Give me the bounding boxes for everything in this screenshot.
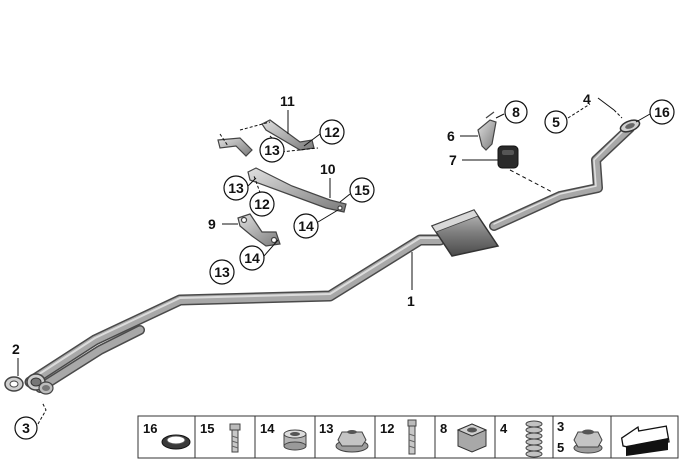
callout-12-top: 12 — [319, 119, 345, 145]
callout-14-bottom: 14 — [239, 245, 265, 271]
bracket-hook — [217, 137, 253, 157]
main-pipe — [26, 236, 444, 386]
rear-flange — [619, 119, 641, 133]
legend-cell-3-5: 3 5 — [557, 419, 603, 455]
callout-11: 11 — [280, 93, 295, 109]
svg-text:12: 12 — [380, 421, 394, 436]
svg-text:14: 14 — [244, 250, 260, 266]
callout-3: 3 — [14, 416, 38, 440]
svg-text:13: 13 — [264, 142, 280, 158]
callout-6: 6 — [447, 128, 455, 144]
legend-cell-8: 8 — [440, 421, 488, 453]
svg-text:13: 13 — [228, 180, 244, 196]
legend-cell-14: 14 — [260, 421, 307, 451]
svg-text:16: 16 — [654, 104, 670, 120]
callout-15: 15 — [349, 177, 375, 203]
legend-arrow-cell — [620, 425, 670, 456]
bolt-icon — [229, 423, 241, 453]
callout-4: 4 — [583, 91, 591, 107]
legend-cell-16: 16 — [143, 421, 191, 450]
callout-7: 7 — [449, 152, 457, 168]
svg-text:13: 13 — [214, 264, 230, 280]
rear-pipe — [490, 124, 634, 230]
svg-text:4: 4 — [500, 421, 508, 436]
callout-13-top: 13 — [259, 137, 285, 163]
svg-text:14: 14 — [260, 421, 275, 436]
bracket-11 — [261, 119, 315, 151]
parts-legend: 16 15 14 13 — [137, 415, 679, 459]
catalytic-converter — [430, 209, 500, 257]
svg-text:3: 3 — [22, 420, 30, 436]
callout-14-mid: 14 — [293, 213, 319, 239]
legend-cell-4: 4 — [500, 420, 543, 458]
callout-1: 1 — [407, 293, 415, 309]
callout-5: 5 — [544, 110, 568, 134]
svg-text:5: 5 — [552, 114, 560, 130]
spring-icon — [525, 420, 543, 458]
callout-8: 8 — [504, 100, 528, 124]
bracket-assembly — [217, 119, 347, 247]
callout-10: 10 — [320, 161, 336, 177]
legend-cell-15: 15 — [200, 421, 241, 453]
callout-2: 2 — [12, 341, 20, 357]
callout-9: 9 — [208, 216, 216, 232]
hex-nut-icon — [456, 423, 488, 453]
rubber-mount-7 — [497, 145, 519, 169]
legend-cell-12: 12 — [380, 419, 417, 455]
callouts: 1 2 4 6 7 9 10 11 3 5 8 12 12 13 — [12, 91, 675, 440]
front-flange — [4, 373, 54, 395]
svg-text:14: 14 — [298, 218, 314, 234]
svg-text:5: 5 — [557, 440, 564, 455]
svg-text:15: 15 — [200, 421, 214, 436]
svg-text:16: 16 — [143, 421, 157, 436]
rear-pipe-highlight — [493, 125, 629, 225]
svg-text:8: 8 — [512, 104, 520, 120]
flange-nut-icon — [335, 430, 369, 453]
svg-text:3: 3 — [557, 419, 564, 434]
callout-16: 16 — [649, 99, 675, 125]
bracket-10-strap — [247, 167, 347, 213]
callout-13-bottom: 13 — [209, 259, 235, 285]
callout-13-mid: 13 — [223, 175, 249, 201]
callout-12-mid: 12 — [249, 191, 275, 217]
svg-text:13: 13 — [319, 421, 333, 436]
header-pipe — [36, 326, 144, 392]
stud-bolt-icon — [407, 419, 417, 455]
collar-nut-icon — [573, 429, 603, 454]
bushing-icon — [283, 429, 307, 451]
svg-text:12: 12 — [254, 196, 270, 212]
bracket-9 — [237, 213, 281, 247]
svg-text:12: 12 — [324, 124, 340, 140]
leader-lines — [17, 97, 651, 425]
mount-bracket-6 — [477, 111, 497, 151]
legend-cell-13: 13 — [319, 421, 369, 453]
svg-text:8: 8 — [440, 421, 447, 436]
exhaust-pipe-assembly — [4, 119, 641, 395]
svg-text:15: 15 — [354, 182, 370, 198]
main-pipe-highlight — [29, 237, 441, 381]
